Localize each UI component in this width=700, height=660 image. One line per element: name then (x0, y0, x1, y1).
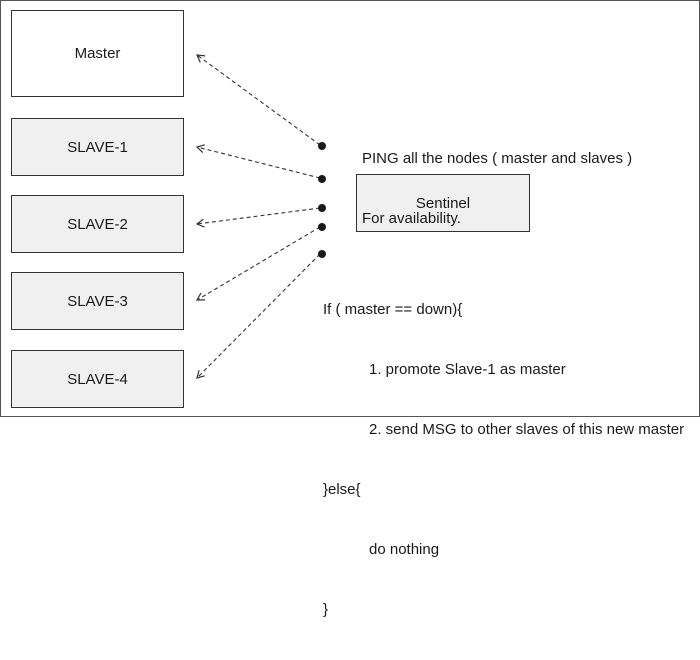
ping-links (195, 54, 326, 379)
ping-note-line-2: For availability. (362, 210, 461, 227)
ping-point-1 (318, 142, 326, 150)
slave-2-label: SLAVE-2 (67, 215, 128, 233)
code-line-send-msg: 2. send MSG to other slaves of this new … (369, 421, 685, 438)
ping-point-2 (318, 175, 326, 183)
code-line-if: If ( master == down){ (323, 301, 463, 318)
slave-4-node: SLAVE-4 (11, 350, 184, 408)
diagram-canvas: Master SLAVE-1 SLAVE-2 SLAVE-3 SLAVE-4 S… (0, 0, 700, 618)
ping-point-4 (318, 223, 326, 231)
slave-4-label: SLAVE-4 (67, 370, 128, 388)
ping-arrow-master (196, 54, 321, 146)
ping-arrow-slave-3 (195, 226, 321, 301)
failover-pseudocode: If ( master == down){ 1. promote Slave-1… (323, 260, 684, 660)
ping-note: PING all the nodes ( master and slaves )… (362, 109, 632, 269)
master-label: Master (74, 45, 121, 62)
ping-point-3 (318, 204, 326, 212)
code-line-do-nothing: do nothing (369, 541, 440, 558)
slave-1-label: SLAVE-1 (67, 138, 128, 156)
slave-2-node: SLAVE-2 (11, 195, 184, 253)
ping-arrow-slave-1 (195, 144, 321, 179)
sentinel-label: Sentinel (415, 194, 471, 212)
master-node: Master (11, 10, 184, 97)
code-line-close: } (323, 601, 329, 618)
slave-1-node: SLAVE-1 (11, 118, 184, 176)
sentinel-node: Sentinel (356, 174, 530, 232)
slave-3-label: SLAVE-3 (67, 292, 128, 310)
ping-note-line-1: PING all the nodes ( master and slaves ) (362, 150, 633, 167)
code-line-else: }else{ (323, 481, 361, 498)
code-line-promote: 1. promote Slave-1 as master (369, 361, 566, 378)
ping-arrow-slave-4 (196, 253, 321, 379)
ping-arrow-slave-2 (195, 207, 321, 228)
ping-point-5 (318, 250, 326, 258)
slave-3-node: SLAVE-3 (11, 272, 184, 330)
